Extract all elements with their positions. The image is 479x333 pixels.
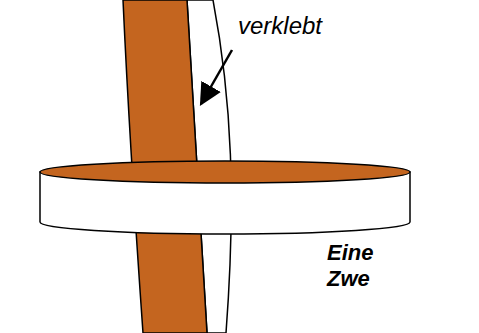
caption-line: Zwe (327, 266, 370, 292)
glue-note: verklebt (238, 12, 322, 40)
leader-arrow (201, 50, 232, 104)
caption-line: Eine (327, 240, 373, 266)
horizontal-ring-top (40, 161, 410, 183)
